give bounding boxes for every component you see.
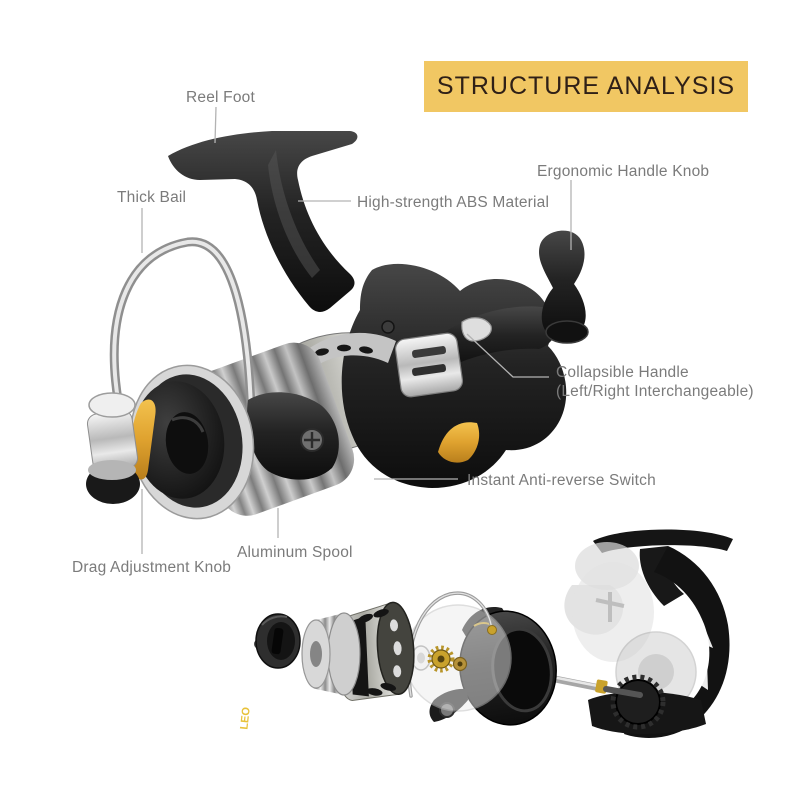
exploded-view: LEO — [238, 529, 733, 738]
ghost-body — [564, 529, 733, 738]
anti-reverse-switch — [438, 422, 480, 463]
drag-adjustment-knob — [130, 381, 225, 499]
handle-knob — [539, 230, 589, 344]
label-collapsible-handle: Collapsible Handle (Left/Right Interchan… — [556, 363, 754, 401]
exploded-drag-knob — [254, 613, 301, 669]
bail-arm-screw — [300, 428, 324, 452]
line-roller — [86, 392, 140, 504]
exploded-spool — [301, 612, 361, 696]
label-handle-knob: Ergonomic Handle Knob — [537, 163, 710, 180]
main-reel-photo — [86, 131, 589, 520]
handle-arm — [427, 306, 559, 371]
reel-foot-leader-line — [214, 106, 217, 144]
reel-stem-highlight — [268, 150, 320, 278]
label-collapsible-handle-line2: (Left/Right Interchangeable) — [556, 383, 754, 400]
reel-foot — [168, 131, 358, 312]
label-anti-reverse: Instant Anti-reverse Switch — [467, 472, 656, 489]
washer — [411, 645, 431, 671]
structure-analysis-banner: STRUCTURE ANALYSIS — [424, 61, 748, 112]
label-thick-bail: Thick Bail — [117, 189, 187, 206]
label-drag-knob: Drag Adjustment Knob — [72, 559, 232, 576]
label-collapsible-handle-line1: Collapsible Handle — [556, 364, 689, 381]
banner-title: STRUCTURE ANALYSIS — [436, 72, 736, 100]
pinion-gear — [427, 645, 455, 673]
spool-brand-text: LEO — [238, 706, 252, 730]
bushing — [452, 656, 468, 672]
label-aluminum-spool: Aluminum Spool — [237, 544, 353, 561]
bail-arm — [246, 392, 339, 480]
label-abs-material: High-strength ABS Material — [357, 194, 550, 211]
label-reel-foot: Reel Foot — [186, 89, 255, 106]
bail-wire — [109, 237, 256, 413]
collapsible-handle-leader-line — [466, 333, 549, 378]
body-screw — [381, 320, 395, 334]
rotor-vent-band — [300, 332, 396, 371]
leader-lines — [141, 106, 572, 554]
